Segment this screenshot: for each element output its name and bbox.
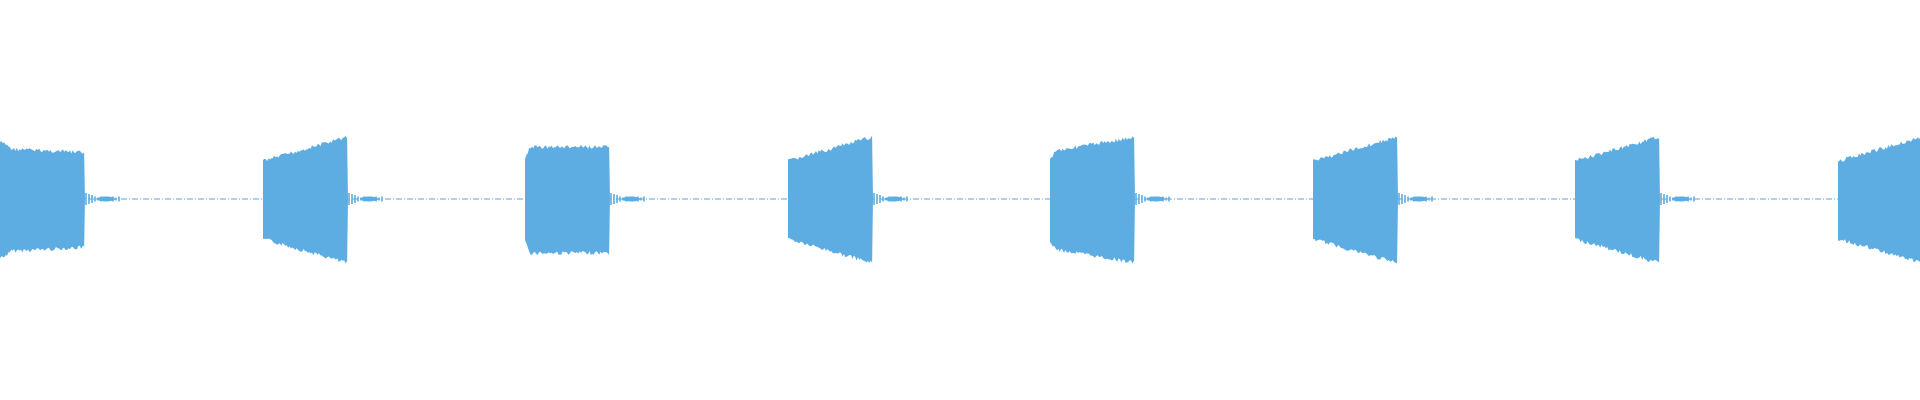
waveform-tail-blob bbox=[885, 196, 903, 202]
waveform-burst bbox=[1838, 137, 1920, 262]
waveform-tail-blob bbox=[1410, 196, 1428, 202]
waveform-burst bbox=[0, 141, 85, 259]
waveform-burst bbox=[1050, 131, 1135, 269]
waveform-tail-blob bbox=[360, 196, 378, 202]
waveform-burst bbox=[525, 141, 610, 259]
waveform-burst bbox=[1575, 131, 1660, 269]
waveform-burst bbox=[263, 131, 348, 269]
waveform-tail-blob bbox=[97, 196, 115, 202]
waveform-bursts bbox=[0, 131, 1920, 269]
waveform-tail-blob bbox=[1672, 196, 1690, 202]
waveform-burst bbox=[1313, 131, 1398, 269]
waveform-tail-blob bbox=[1147, 196, 1165, 202]
waveform-tail-blob bbox=[622, 196, 640, 202]
waveform-burst bbox=[788, 131, 873, 269]
